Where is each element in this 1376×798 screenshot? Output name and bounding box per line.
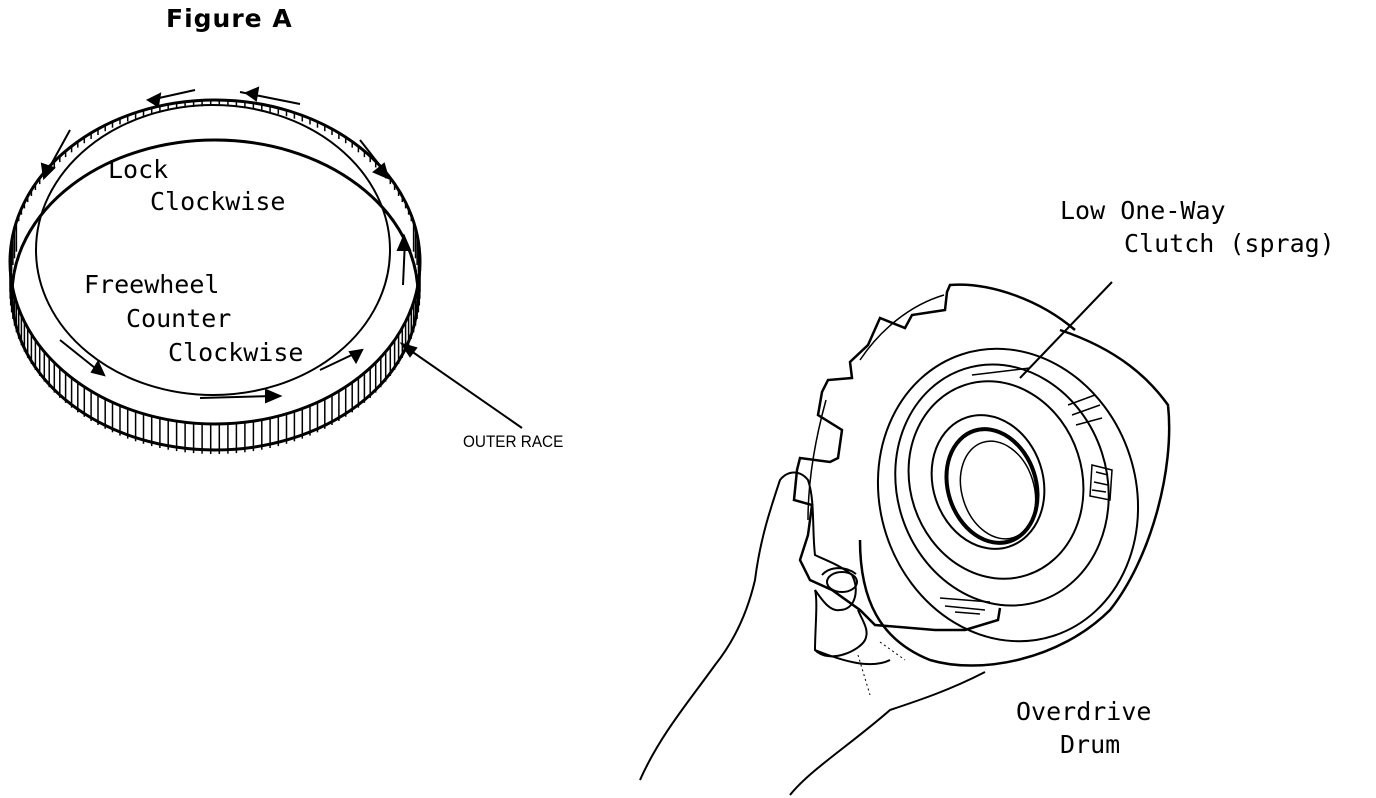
drum-label-line1: Overdrive: [1016, 697, 1152, 726]
direction-arrowhead: [90, 359, 106, 377]
hand-palm: [789, 649, 986, 796]
direction-arrow: [47, 129, 71, 171]
direction-arrowhead: [265, 388, 283, 404]
freewheel-label-line1: Freewheel: [84, 270, 220, 299]
clutch-leader: [1019, 281, 1113, 379]
outer-race-leader-arrowhead: [399, 342, 418, 358]
direction-arrowhead: [372, 162, 390, 180]
sprag-inner-ring: [907, 380, 1085, 580]
direction-arrowhead: [348, 348, 364, 365]
freewheel-label-line3: Clockwise: [168, 338, 304, 367]
drum-outer-shell: [858, 328, 1171, 667]
figure-title: Figure A: [166, 4, 293, 33]
race-inner-face: [35, 104, 391, 396]
hub-bore: [944, 427, 1040, 545]
outer-race-label: OUTER RACE: [463, 432, 564, 451]
freewheel-label-line2: Counter: [126, 304, 232, 333]
drum-face-ring: [876, 347, 1140, 643]
thumb-outline: [813, 567, 868, 658]
drum-label-line2: Drum: [1060, 730, 1121, 759]
hub-ring: [930, 414, 1046, 550]
lock-label-line2: Clockwise: [150, 187, 286, 216]
direction-arrowhead: [145, 92, 162, 108]
hand-outline: [639, 471, 857, 781]
sprag-outer-ring: [894, 363, 1110, 607]
race-outer-edge: [8, 98, 422, 426]
direction-arrowhead: [40, 162, 56, 181]
clutch-label-line2: Clutch (sprag): [1124, 229, 1335, 258]
direction-arrow: [199, 395, 276, 399]
clutch-label-line1: Low One-Way: [1060, 196, 1226, 225]
thumbnail: [826, 571, 858, 593]
outer-race-drawing: [8, 86, 523, 454]
overdrive-drum-drawing: [639, 281, 1171, 796]
sprag-elements: [939, 367, 1113, 615]
drum-lug-rim-inner: [807, 294, 945, 521]
drum-lug-rim: [792, 283, 1076, 632]
direction-arrowhead: [396, 233, 412, 251]
lock-label-line1: Lock: [108, 155, 169, 184]
outer-race-leader: [403, 345, 523, 429]
hub-bore-inner: [959, 440, 1037, 540]
direction-arrowhead: [243, 86, 260, 102]
hand-crease: [857, 641, 906, 696]
direction-arrow: [59, 339, 101, 373]
